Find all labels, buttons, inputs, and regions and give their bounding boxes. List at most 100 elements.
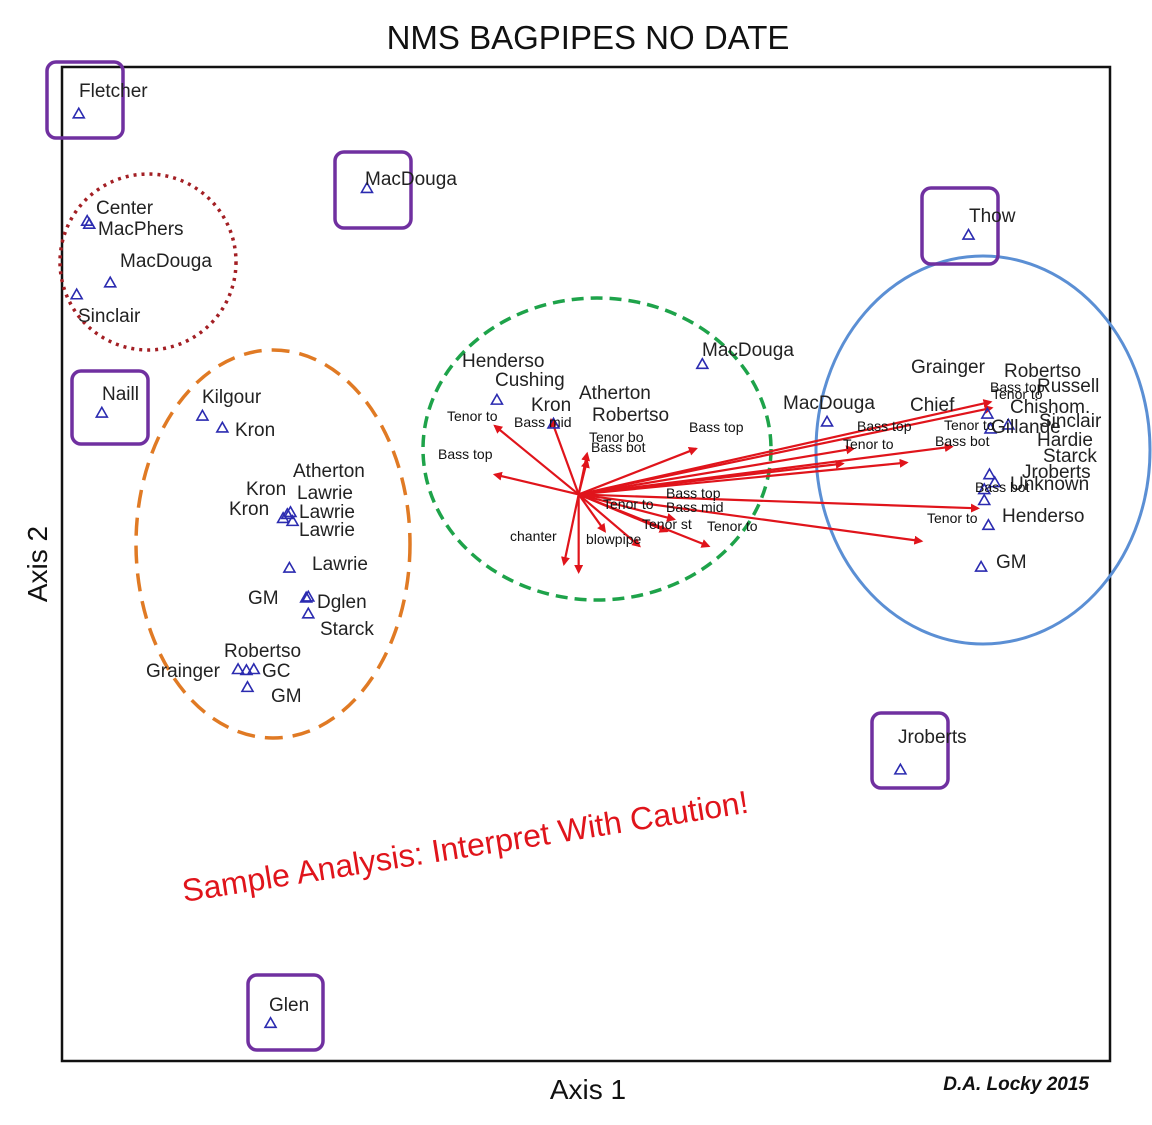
point-marker <box>240 680 255 693</box>
point-marker <box>285 514 300 527</box>
point-marker <box>987 475 1002 488</box>
point-label: Thow <box>969 206 1016 227</box>
vector-label: Bass mid <box>666 499 724 515</box>
point-label: MacDouga <box>120 251 212 272</box>
cluster-orange-dashed <box>134 348 412 740</box>
point-marker <box>981 518 996 531</box>
point-label: Lawrie <box>299 520 355 541</box>
vector-label: Bass top <box>857 418 912 434</box>
point-label: Robertso <box>1004 361 1081 382</box>
point-marker <box>980 406 995 419</box>
point-label: Kron <box>531 395 571 416</box>
vector-arrow <box>561 494 580 566</box>
vector-arrow <box>492 471 579 496</box>
point-label: Robertso <box>592 405 669 426</box>
point-label: Grainger <box>911 357 986 378</box>
point-label: Jroberts <box>898 727 967 748</box>
point-label: MacPhers <box>98 219 184 240</box>
point-label: Gillande <box>991 417 1061 438</box>
point-marker <box>239 663 254 676</box>
point-label: Kilgour <box>202 387 262 408</box>
point-marker <box>82 216 97 229</box>
vector-arrow <box>578 493 980 513</box>
point-marker <box>215 420 230 433</box>
point-marker <box>982 467 997 480</box>
point-label: Atherton <box>579 383 651 404</box>
plot-frame <box>60 65 1112 1063</box>
chart-title: NMS BAGPIPES NO DATE <box>387 19 790 56</box>
vector-arrow <box>577 493 607 533</box>
point-label: Starck <box>1043 446 1097 467</box>
point-label: MacDouga <box>365 169 457 190</box>
point-marker <box>983 421 998 434</box>
vector-label: Bass mid <box>514 414 572 430</box>
point-label: Fletcher <box>79 81 148 102</box>
vector-label: chanter <box>510 528 557 544</box>
point-marker <box>71 106 86 119</box>
point-marker <box>301 589 316 602</box>
vector-label: Tenor to <box>992 386 1043 402</box>
point-label: Kron <box>229 499 269 520</box>
point-marker <box>490 392 504 405</box>
vector-arrow <box>578 404 994 496</box>
point-marker <box>977 493 992 506</box>
vector-arrow <box>578 493 711 548</box>
vector-label: Bass top <box>438 446 493 462</box>
point-label: Grainger <box>146 661 221 682</box>
point-label: Hardie <box>1037 430 1093 451</box>
point-label: Russell <box>1037 376 1099 397</box>
point-label: Unknown <box>1010 474 1089 495</box>
vector-arrow <box>578 493 676 522</box>
point-label: MacDouga <box>783 393 875 414</box>
x-axis-label: Axis 1 <box>550 1074 626 1105</box>
cluster-blue-solid <box>814 254 1152 646</box>
vector-label: Tenor to <box>927 510 978 526</box>
point-marker <box>695 357 710 370</box>
point-label: Kron <box>246 479 286 500</box>
point-label: GC <box>262 661 291 682</box>
point-marker <box>893 762 908 775</box>
vector-arrow <box>549 417 580 495</box>
author-credit: D.A. Locky 2015 <box>943 1074 1089 1095</box>
point-label: Dglen <box>317 592 367 613</box>
point-marker <box>280 507 295 520</box>
vector-label: Tenor to <box>603 496 654 512</box>
highlight-boxes <box>45 60 1000 1052</box>
point-label: Sinclair <box>78 306 141 327</box>
point-marker <box>299 590 314 603</box>
vector-label: Bass bot <box>975 479 1030 495</box>
point-labels: FletcherMacDougaCenterMacPhersMacDougaSi… <box>78 81 1102 1016</box>
vector-label: Bass bot <box>591 439 646 455</box>
highlight-box <box>246 973 325 1052</box>
vector-label: Tenor to <box>707 518 758 534</box>
cluster-green-dashed <box>421 296 773 602</box>
point-label: Chief <box>910 395 955 416</box>
point-marker <box>103 275 118 288</box>
point-label: MacDouga <box>702 340 794 361</box>
point-label: Kron <box>235 420 275 441</box>
point-label: Lawrie <box>297 483 353 504</box>
vector-arrow <box>577 493 641 548</box>
point-marker <box>282 560 297 573</box>
point-marker <box>1001 417 1016 430</box>
vector-label: Tenor to <box>447 408 498 424</box>
highlight-box <box>920 186 1000 266</box>
vector-arrow <box>578 458 909 496</box>
point-marker <box>360 181 374 194</box>
point-marker <box>94 405 109 418</box>
point-label: Sinclair <box>1039 411 1102 432</box>
point-label: Robertso <box>224 641 301 662</box>
vector-arrow <box>493 424 580 496</box>
vector-arrow <box>578 443 954 496</box>
vector-label: Tenor to <box>843 436 894 452</box>
highlight-box <box>45 60 125 140</box>
vector-arrow <box>578 493 924 545</box>
point-marker <box>246 662 261 675</box>
y-axis-label: Axis 2 <box>22 526 53 602</box>
vector-label: blowpipe <box>586 531 641 547</box>
caution-annotation: Sample Analysis: Interpret With Caution! <box>179 784 750 909</box>
vector-arrow <box>577 458 590 495</box>
vector-label: Bass top <box>666 485 721 501</box>
